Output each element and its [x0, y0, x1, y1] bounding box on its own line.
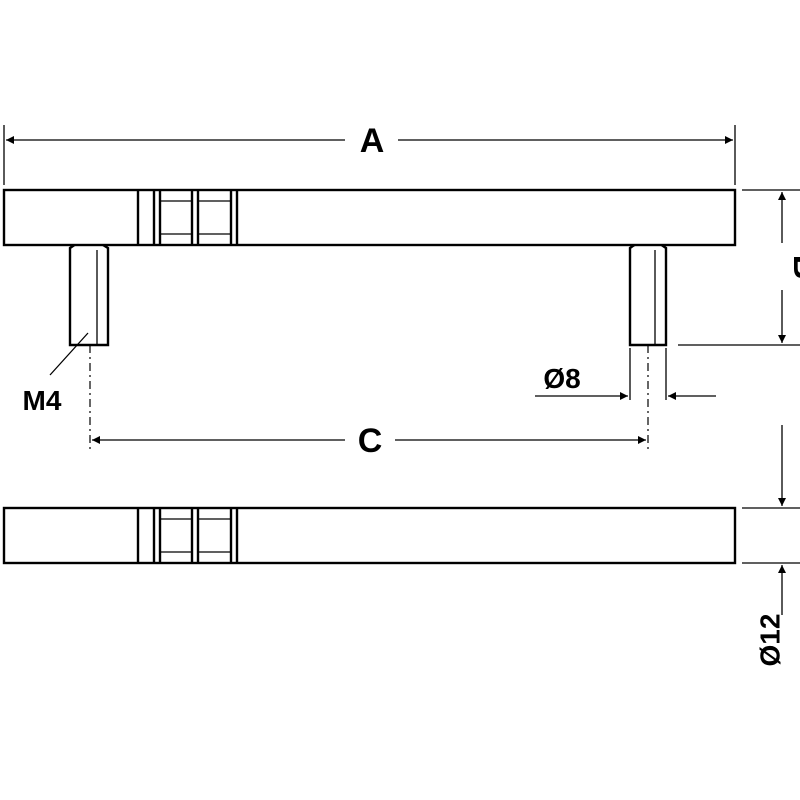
dimension-b: B	[678, 189, 800, 346]
label-b: B	[786, 255, 800, 280]
thread-callout: M4	[23, 332, 89, 416]
dimension-bar-diameter: Ø12	[742, 425, 800, 666]
dimension-c: C	[92, 422, 646, 460]
label-o12: Ø12	[754, 614, 785, 667]
right-leg	[628, 239, 668, 347]
bottom-bar-rings	[136, 508, 239, 563]
dimension-a: A	[3, 122, 736, 185]
thread-leader-line	[49, 332, 89, 376]
label-o8: Ø8	[543, 363, 580, 394]
left-leg	[68, 239, 110, 347]
label-m4: M4	[23, 385, 62, 416]
label-a: A	[360, 122, 385, 160]
top-bar-rings	[136, 190, 239, 245]
bottom-bar	[2, 506, 737, 565]
dimension-leg-diameter: Ø8	[535, 348, 716, 400]
handle-side-view	[2, 188, 737, 347]
handle-top-view	[2, 506, 737, 565]
label-c: C	[358, 422, 383, 460]
top-bar	[2, 188, 737, 247]
